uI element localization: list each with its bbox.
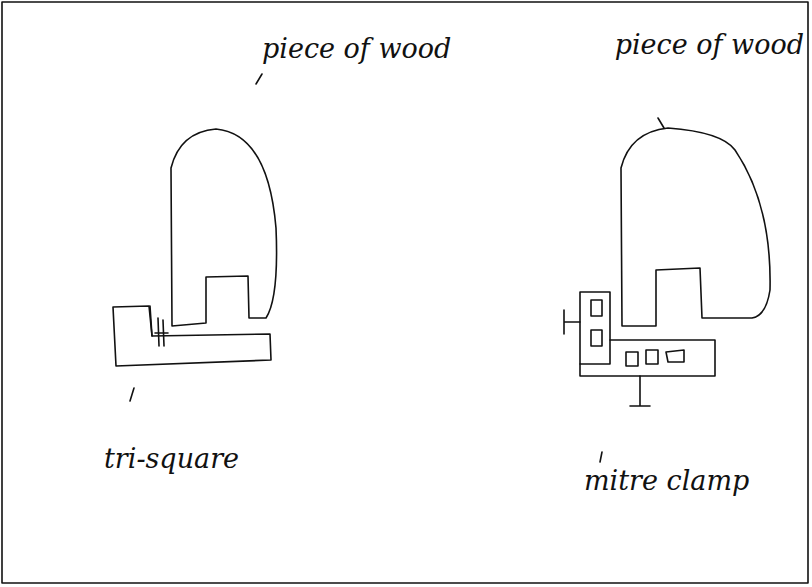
clamp-slot [626, 352, 638, 366]
tri-square-edge [150, 306, 152, 336]
leader [130, 388, 134, 401]
part-label: tri-square [104, 444, 239, 474]
clamp-slot [646, 350, 658, 364]
clamp-slot [666, 350, 684, 362]
mitre-clamp-jaw [580, 340, 715, 376]
wood-piece [621, 128, 770, 326]
part-label: mitre clamp [584, 466, 749, 496]
part-label: piece of wood [262, 34, 451, 64]
wood-piece [171, 129, 277, 326]
clamp-slot [591, 300, 602, 316]
clamp-screw [564, 310, 580, 334]
clamp-screw [630, 376, 650, 406]
leader [600, 452, 602, 462]
part-label: piece of wood [615, 30, 804, 60]
tri-square-rivet [155, 318, 168, 346]
tri-square [113, 306, 271, 366]
clamp-slot [591, 330, 602, 346]
mitre-clamp-jaw [580, 292, 610, 364]
leader [256, 74, 262, 84]
leader [658, 118, 664, 128]
